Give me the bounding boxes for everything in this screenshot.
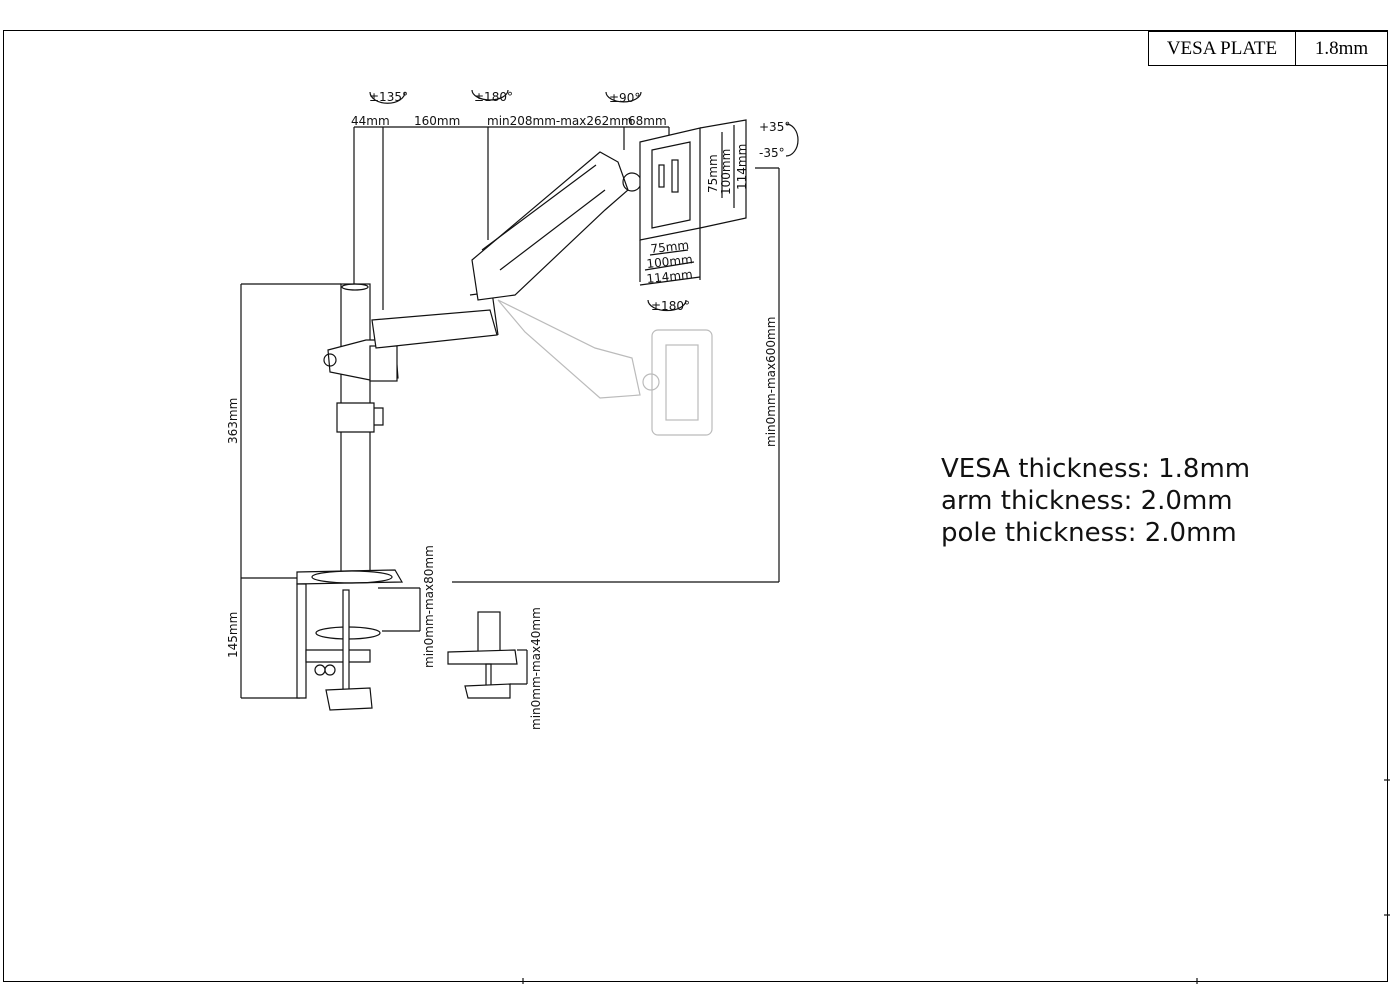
dim-vesa-h100: 100mm (646, 252, 694, 271)
rotation-arrow-135 (369, 91, 406, 104)
rotation-135-label: ±135° (369, 90, 408, 104)
note-arm-thickness: arm thickness: 2.0mm (941, 486, 1233, 516)
tilt-arrow (785, 123, 799, 157)
dim-68mm: 68mm (628, 114, 667, 128)
note-vesa-thickness: VESA thickness: 1.8mm (941, 454, 1251, 484)
tilt-up-label: +35° (759, 120, 790, 134)
dim-vesa-h75: 75mm (650, 238, 690, 256)
lower-arm (371, 309, 498, 349)
rotation-arrow-180-bottom (647, 299, 687, 312)
dim-vesa-v75: 75mm (706, 154, 720, 193)
rotation-180-bottom-label: ±180° (651, 299, 690, 313)
drawing-border (3, 30, 1388, 982)
rotation-arrow-180-top (471, 89, 509, 101)
pole (336, 283, 384, 577)
vesa-plate (639, 127, 701, 241)
arm-joint (323, 339, 399, 382)
title-block-value: 1.8mm (1295, 31, 1388, 66)
note-pole-thickness: pole thickness: 2.0mm (941, 518, 1237, 548)
dim-44mm: 44mm (351, 114, 390, 128)
ghost-arm (497, 299, 713, 436)
upper-arm (471, 151, 642, 301)
dim-vesa-h114: 114mm (646, 267, 694, 286)
dim-height-range: min0mm-max600mm (764, 317, 778, 447)
desk-clamp (296, 569, 404, 711)
grommet-mount (447, 611, 518, 699)
dim-vesa-v100: 100mm (719, 149, 733, 195)
dim-160mm: 160mm (414, 114, 460, 128)
rotation-90-label: ±90° (609, 91, 640, 105)
dim-arm-range: min208mm-max262mm (487, 114, 633, 128)
rotation-180-top-label: ±180° (474, 90, 513, 104)
dim-vesa-v114: 114mm (735, 144, 749, 190)
dim-clamp-range: min0mm-max80mm (422, 545, 436, 668)
dim-pole-height: 363mm (226, 398, 240, 444)
dim-grommet-range: min0mm-max40mm (529, 607, 543, 730)
rotation-arrow-90 (605, 91, 642, 103)
tilt-down-label: -35° (759, 146, 785, 160)
dim-clamp-height: 145mm (226, 612, 240, 658)
